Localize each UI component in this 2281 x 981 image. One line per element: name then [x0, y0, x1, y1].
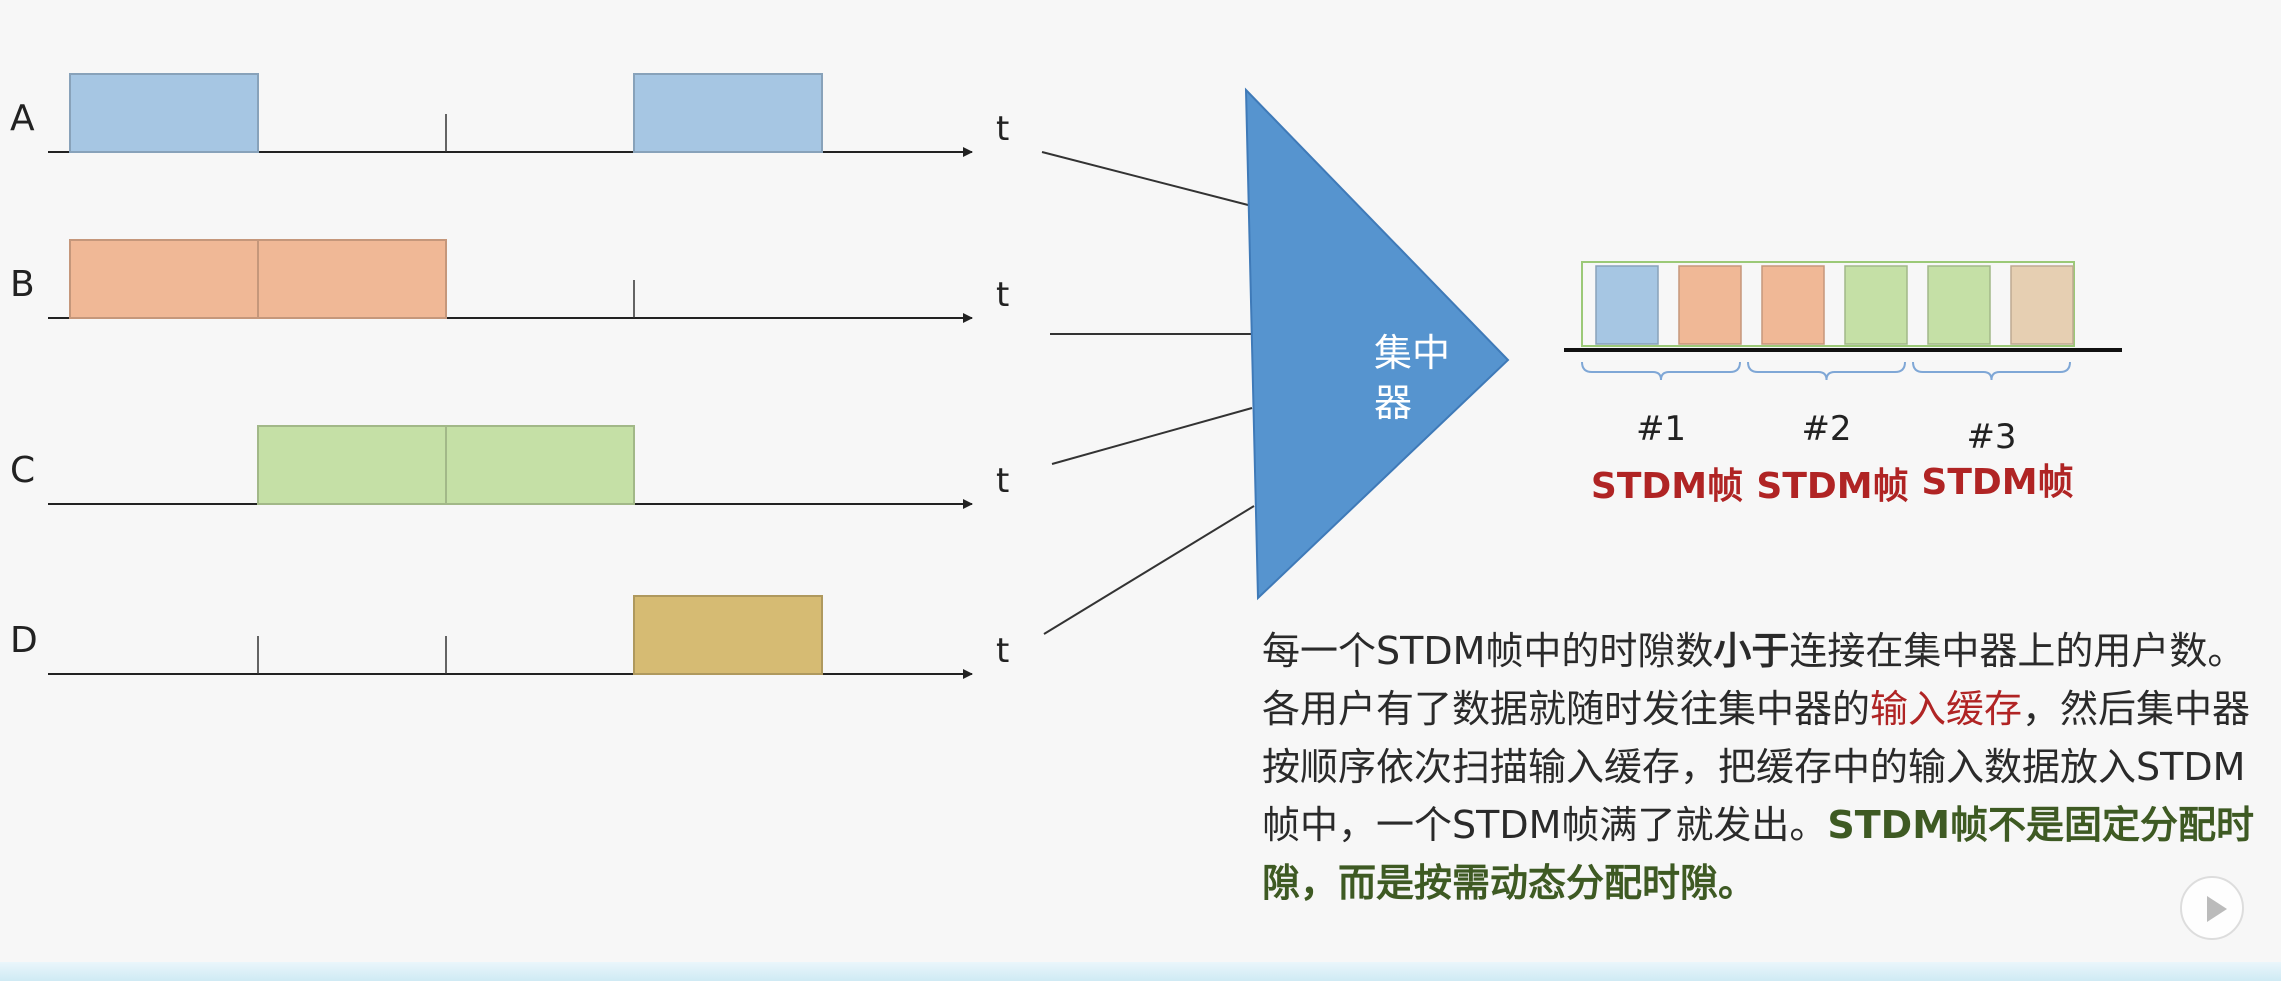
data-block	[69, 73, 259, 153]
concentrator-label: 器	[1374, 381, 1412, 425]
desc-part-2: 连接在集中器上的用户数。各用户有了数据就随时发往集中器的	[1262, 629, 2246, 731]
frame-slot	[1678, 265, 1742, 345]
frame-slot	[2010, 265, 2074, 345]
data-block	[257, 239, 447, 319]
data-block	[257, 425, 447, 505]
axis-label: t	[996, 275, 1009, 315]
user-label: D	[10, 620, 38, 661]
axis-label: t	[996, 461, 1009, 501]
frame-slot	[1844, 265, 1908, 345]
concentrator: 集中器	[1244, 87, 1510, 601]
user-label: B	[10, 264, 35, 305]
frame-brace	[1912, 361, 2071, 381]
user-label: C	[10, 450, 35, 491]
axis-label: t	[996, 109, 1009, 149]
description-text: 每一个STDM帧中的时隙数小于连接在集中器上的用户数。各用户有了数据就随时发往集…	[1262, 622, 2262, 912]
desc-conclusion: STDM帧不是固定分配时隙，而是按需动态分配时隙。	[1262, 803, 2255, 905]
input-lines	[1041, 151, 1255, 635]
frame-number: #2	[1801, 409, 1851, 449]
desc-input-buffer: 输入缓存	[1870, 687, 2023, 731]
concentrator-label: 集中	[1374, 331, 1450, 375]
frame-name: STDM帧	[1921, 462, 2073, 503]
data-block	[633, 73, 823, 153]
desc-part-1: 每一个STDM帧中的时隙数	[1262, 629, 1714, 673]
frame-outline	[1581, 261, 2075, 347]
frame-name: STDM帧	[1756, 466, 1908, 507]
data-block	[633, 595, 823, 675]
frame-number: #1	[1636, 409, 1686, 449]
play-icon[interactable]	[2180, 876, 2244, 940]
bottom-decoration	[0, 962, 2281, 981]
user-label: A	[10, 98, 35, 139]
frame-slot	[1761, 265, 1825, 345]
data-block	[69, 239, 259, 319]
input-line	[1041, 151, 1253, 207]
frame-slot	[1595, 265, 1659, 345]
desc-less-than: 小于	[1713, 629, 1790, 673]
desc-part-3: ，然后集中器按顺序依次扫描输入缓存，把缓存中的输入数据放入STDM帧中，一个ST…	[1262, 687, 2251, 847]
data-block	[445, 425, 635, 505]
frame-number: #3	[1966, 417, 2016, 457]
input-line	[1051, 407, 1253, 465]
frame-slot	[1927, 265, 1991, 345]
input-line	[1043, 505, 1255, 635]
axis-label: t	[996, 631, 1009, 671]
frame-name: STDM帧	[1591, 466, 1743, 507]
concentrator-triangle	[1244, 87, 1510, 601]
frame-brace	[1581, 361, 1741, 381]
frame-brace	[1747, 361, 1906, 381]
